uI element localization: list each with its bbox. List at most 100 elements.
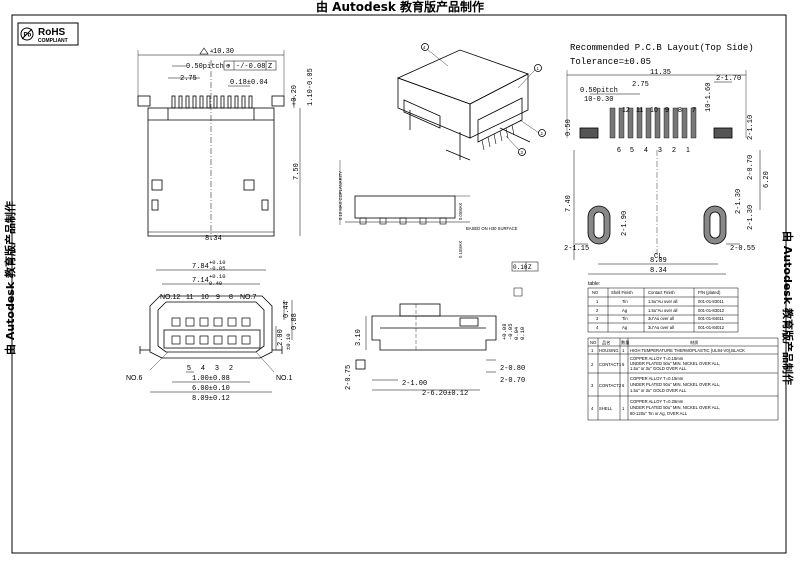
section-flat-value: 0.10 — [513, 264, 528, 271]
finish-header-contact: Contact Finish — [648, 290, 675, 295]
bom-r3-qty: 6 — [622, 383, 625, 388]
top-pin-width: 0.18±0.04 — [230, 79, 268, 87]
section-d-004: 0.04 — [513, 326, 520, 340]
finish-table-text: NO Shell Finish Contact Finish P/N (plat… — [592, 290, 725, 330]
front-view — [139, 269, 293, 393]
bom-table-text: NO 品名 数量 材质 1 HOUSING 1 HIGH TEMPERATURE… — [590, 339, 745, 416]
top-view-pins — [171, 95, 253, 109]
bom-r4-line3: 80-120u" Tin or Ag, OVER ALL — [630, 411, 688, 416]
iso-callout-2: 2 — [541, 131, 544, 136]
section-d-008: +0.08 — [501, 323, 508, 340]
pcb-pin-6: 6 — [617, 147, 621, 154]
pcb-w-1135: 11.35 — [650, 69, 671, 77]
bom-r4-no: 4 — [591, 406, 594, 411]
side-note-c: 0.10MAX — [458, 241, 463, 258]
front-pin-no12: NO.12 — [160, 294, 180, 301]
gdt-symbol: ⊕ — [226, 63, 231, 71]
front-pin-5: 5 — [187, 365, 191, 372]
bom-r2-no: 2 — [591, 362, 594, 367]
pcb-pin-11: 11 — [636, 107, 643, 114]
pcb-pin-5: 5 — [630, 147, 634, 154]
iso-callout-1: 1 — [537, 66, 540, 71]
pcb-pin-3: 3 — [658, 147, 662, 154]
pcb-d-110: 2-1.10 — [747, 115, 755, 140]
finish-r2-shell: Ag — [622, 308, 628, 313]
front-dim-600: 6.00±0.10 — [192, 385, 230, 393]
front-no1: NO.1 — [276, 375, 292, 382]
section-view-labels: 0.10 Z 3.10 2-0.75 2-1.00 2-6.20±0.12 2-… — [345, 264, 532, 398]
pcb-pin-9: 9 — [665, 107, 669, 114]
bom-r3-name: CONTACT2 — [599, 383, 622, 388]
finish-r1-no: 1 — [596, 299, 599, 304]
front-pin-9: 9 — [216, 294, 220, 301]
drawing-border — [11, 14, 787, 554]
pcb-cl: CL — [654, 253, 662, 261]
bom-r2-qty: 6 — [622, 362, 625, 367]
finish-r1-shell: Tin — [622, 299, 628, 304]
side-view-labels: 0.10 MAX COPLANARITY 0.05MAX 0.10MAX BAS… — [338, 171, 518, 258]
pcb-pitch: 0.50pitch — [580, 87, 618, 95]
pcb-pad-h: 10-1.60 — [705, 83, 713, 112]
bom-r2-line2: UNDER PLATED 50u" MIN. NICKEL OVER ALL, — [630, 361, 720, 366]
bom-r4-name: SHELL — [599, 406, 613, 411]
top-body-length: 7.50 — [293, 163, 301, 180]
pcb-pin-4: 4 — [644, 147, 648, 154]
section-d-100: 2-1.00 — [402, 380, 427, 388]
top-view-labels: 10.30 4 0.50pitch ⊕ -/-0.08 Z 2.75 0.18±… — [180, 48, 315, 243]
top-body-width: 8.34 — [205, 235, 222, 243]
front-pin-3: 3 — [215, 365, 219, 372]
top-pin-height-b: 1.10-0.05 — [307, 68, 315, 106]
finish-r1-contact: 1.5u"Au over all — [648, 299, 677, 304]
bom-r3-line2: UNDER PLATED 50u" MIN. NICKEL OVER ALL, — [630, 382, 720, 387]
section-d-080: 2-0.80 — [500, 365, 525, 373]
front-dim-100: 1.00±0.08 — [192, 375, 230, 383]
front-pin-2: 2 — [229, 365, 233, 372]
finish-r3-pn: 001-01-84011 — [698, 316, 724, 321]
pcb-d-150: 2-1.30 — [747, 205, 755, 230]
front-w1-base: 7.84 — [192, 263, 209, 271]
finish-r1-pn: 001-01-83011 — [698, 299, 724, 304]
pcb-pin-2: 2 — [672, 147, 676, 154]
pcb-pin-7: 7 — [692, 107, 696, 114]
section-d-310: 3.10 — [355, 329, 363, 346]
bom-header-qty: 数量 — [621, 339, 629, 346]
bom-r3-no: 3 — [591, 383, 594, 388]
front-contacts — [171, 317, 251, 345]
front-dim-088: 0.88 — [291, 313, 299, 330]
iso-callout-3: 3 — [521, 150, 524, 155]
bom-r2-line1: COPPER ALLOY T=0.15mm — [630, 356, 684, 361]
bom-r4-line2: UNDER PLATED 50u" MIN. NICKEL OVER ALL, — [630, 405, 720, 410]
finish-header-no: NO — [592, 290, 599, 295]
iso-callout-4: 4 — [423, 45, 426, 50]
front-dim-044: 0.44 — [283, 301, 291, 318]
front-pin-4: 4 — [201, 365, 205, 372]
bom-r4-qty: 1 — [622, 406, 625, 411]
pcb-pads — [609, 107, 697, 139]
pcb-title: Recommended P.C.B Layout(Top Side) — [570, 43, 754, 53]
finish-r2-no: 2 — [596, 308, 599, 313]
front-w2-base: 7.14 — [192, 277, 209, 285]
section-d-005: -0.05 — [507, 323, 514, 340]
bom-header-material: 材质 — [690, 339, 698, 346]
bom-header-name: 品名 — [602, 339, 610, 346]
top-pin-height-a: +0.20 — [291, 85, 299, 106]
finish-r3-no: 3 — [596, 316, 599, 321]
banner-top: 由 Autodesk 教育版产品制作 — [315, 0, 485, 14]
pcb-d-834: 8.34 — [650, 267, 667, 275]
front-pin-10: 10 — [201, 294, 209, 301]
bom-header-no: NO — [590, 340, 597, 345]
pcb-d-055: 2-0.55 — [730, 245, 755, 253]
bom-r2-line3: 1.5u" or 3u" GOLD OVER ALL — [630, 366, 687, 371]
iso-callouts: 4 1 2 3 — [423, 45, 544, 155]
top-pitch: 0.50pitch — [186, 63, 224, 71]
finish-r4-contact: 3u"Au over all — [648, 325, 674, 330]
section-flatness-frame — [511, 261, 539, 297]
finish-table: table: — [587, 281, 739, 333]
top-gdt-frame: ⊕ -/-0.08 Z — [223, 60, 277, 71]
top-corner-note: 4 — [210, 49, 213, 55]
pcb-w-170: 2-1.70 — [716, 75, 741, 83]
pcb-layout — [566, 70, 761, 275]
pcb-pin-10: 10 — [650, 107, 658, 114]
section-d-075: 2-0.75 — [345, 365, 353, 390]
